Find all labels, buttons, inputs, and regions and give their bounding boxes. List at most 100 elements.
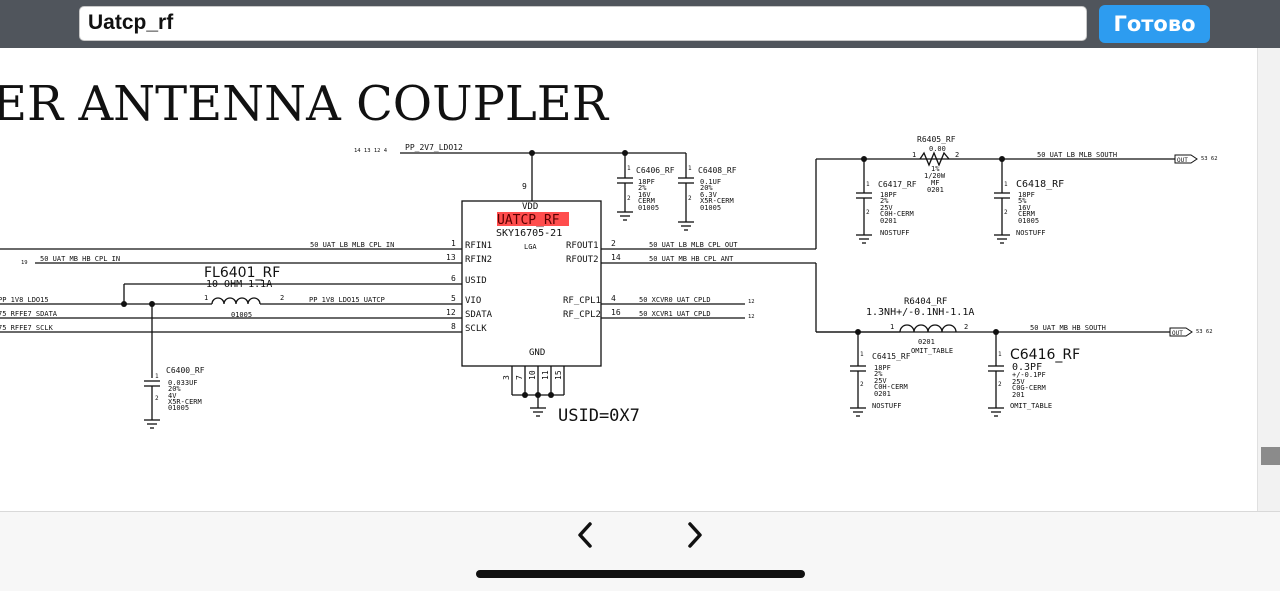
c6415-line-3: 25V <box>874 377 887 385</box>
gnd-pin-11: 11 <box>541 370 550 380</box>
c6417-ref: C6417_RF <box>878 180 917 189</box>
net-xcvr1-uat-cpld: 50_XCVR1_UAT_CPLD <box>639 310 711 318</box>
usid-label: USID=0X7 <box>558 406 640 426</box>
home-indicator[interactable] <box>476 570 805 578</box>
search-highlight <box>497 212 569 226</box>
search-input[interactable]: Uatcp_rf <box>79 6 1087 41</box>
gnd-pin-10: 10 <box>528 370 537 380</box>
r6405-value: 0.00 <box>929 145 946 153</box>
vertical-scrollbar[interactable] <box>1257 48 1280 511</box>
c6400-line-1: 0.033UF <box>168 379 198 387</box>
c6400-pin1: 1 <box>155 373 159 380</box>
net-pp-2v7-ldo12: PP_2V7_LDO12 <box>405 143 463 152</box>
c6408-line-5: 01005 <box>700 204 721 212</box>
c6418-line-1: 18PF <box>1018 191 1035 199</box>
chevron-right-icon <box>688 522 702 548</box>
c6406-pin2: 2 <box>627 195 631 202</box>
c6408-line-1: 0.1UF <box>700 178 721 186</box>
schematic-canvas[interactable]: ER ANTENNA COUPLER <box>0 48 1257 511</box>
c6415-line-5: 0201 <box>874 390 891 398</box>
vdd-pin-number: 9 <box>522 182 527 191</box>
net-rffe7-sdata: 75_RFFE7_SDATA <box>0 310 58 318</box>
c6408-pin2: 2 <box>688 195 692 202</box>
port-out-mb-label: OUT <box>1172 330 1183 337</box>
next-result-button[interactable] <box>680 518 710 552</box>
c6418-line-5: 01005 <box>1018 217 1039 225</box>
r6405-ref: R6405_RF <box>917 135 956 144</box>
c6418-pin1: 1 <box>1004 181 1008 188</box>
c6418-pin2: 2 <box>1004 209 1008 216</box>
pin-num-1: 1 <box>451 239 456 248</box>
net-lb-mlb-cpl-in: 50_UAT_LB_MLB_CPL_IN <box>310 241 394 249</box>
port-out-lb-label: OUT <box>1177 157 1188 164</box>
c6416-line-4: 201 <box>1012 391 1025 399</box>
net-lb-mlb-south: 50_UAT_LB_MLB_SOUTH <box>1037 151 1117 159</box>
fl6401-pin1: 1 <box>204 294 208 302</box>
chip-package: LGA <box>524 243 537 251</box>
c6415-pin1: 1 <box>860 351 864 358</box>
c6408-pin1: 1 <box>688 165 692 172</box>
c6416-value: 0.3PF <box>1012 362 1042 373</box>
r6404-pkg: 0201 <box>918 338 935 346</box>
r6405-line-4: 0201 <box>927 186 944 194</box>
c6406-line-2: 2% <box>638 184 647 192</box>
r6404-note: OMIT_TABLE <box>911 347 953 355</box>
c6416-line-2: 25V <box>1012 378 1025 386</box>
net-lb-mlb-cpl-out: 50_UAT_LB_MLB_CPL_OUT <box>649 241 738 249</box>
schematic-title: ER ANTENNA COUPLER <box>0 76 610 132</box>
r6404-value: 1.3NH+/-0.1NH-1.1A <box>866 307 974 318</box>
fl6401-pkg: 01005 <box>231 311 252 319</box>
c6408-line-3: 6.3V <box>700 191 718 199</box>
net-ref-12-a: 12 <box>748 299 755 305</box>
c6417-line-1: 18PF <box>880 191 897 199</box>
port-out-mb <box>1169 327 1193 337</box>
c6416-line-1: +/-0.1PF <box>1012 371 1046 379</box>
pin-name-sdata: SDATA <box>465 310 493 320</box>
net-xcvr0-uat-cpld: 50_XCVR0_UAT_CPLD <box>639 296 711 304</box>
c6418-note: NOSTUFF <box>1016 229 1046 237</box>
net-mb-hb-cpl-ant: 50_UAT_MB_HB_CPL_ANT <box>649 255 734 263</box>
c6418-line-3: 16V <box>1018 204 1031 212</box>
c6417-line-3: 25V <box>880 204 893 212</box>
c6418-line-2: 5% <box>1018 197 1027 205</box>
pin-num-16: 16 <box>611 308 621 317</box>
net-pp-1v8-ldo15: PP_1V8_LDO15 <box>0 296 49 304</box>
c6415-line-4: C0H-CERM <box>874 383 908 391</box>
r6404-ref: R6404_RF <box>904 297 947 307</box>
c6415-ref: C6415_RF <box>872 352 911 361</box>
c6417-note: NOSTUFF <box>880 229 910 237</box>
net-mb-hb-cpl-in: 50_UAT_MB_HB_CPL_IN <box>40 255 120 263</box>
pin-num-4: 4 <box>611 294 616 303</box>
net-pp-1v8-ldo15-uatcp: PP_1V8_LDO15_UATCP <box>309 296 385 304</box>
c6408-line-4: X5R-CERM <box>700 197 734 205</box>
gnd-pin-7: 7 <box>515 375 524 380</box>
c6400-line-4: X5R-CERM <box>168 398 202 406</box>
pin-name-rf-cpl2: RF_CPL2 <box>563 310 601 320</box>
c6417-line-5: 0201 <box>880 217 897 225</box>
c6408-line-2: 20% <box>700 184 713 192</box>
c6406-pin1: 1 <box>627 165 631 172</box>
c6415-note: NOSTUFF <box>872 402 902 410</box>
port-out-lb-refs: 53 62 <box>1201 156 1218 162</box>
r6405-pin1: 1 <box>912 151 916 159</box>
pin-name-usid: USID <box>465 276 487 286</box>
prev-result-button[interactable] <box>570 518 600 552</box>
done-button[interactable]: Готово <box>1099 5 1210 43</box>
port-out-lb <box>1174 154 1198 164</box>
r6405-pin2: 2 <box>955 151 959 159</box>
c6416-line-3: C0G-CERM <box>1012 384 1046 392</box>
c6406-line-1: 18PF <box>638 178 655 186</box>
c6406-line-3: 16V <box>638 191 651 199</box>
chip-part-number: SKY16705-21 <box>496 228 562 239</box>
c6416-note: OMIT_TABLE <box>1010 402 1052 410</box>
c6415-line-1: 18PF <box>874 364 891 372</box>
c6416-pin1: 1 <box>998 351 1002 358</box>
pin-name-rfin2: RFIN2 <box>465 255 492 265</box>
r6405-line-3: MF <box>931 179 939 187</box>
pin-num-8: 8 <box>451 322 456 331</box>
chip-vdd-label: VDD <box>522 202 538 212</box>
pin-name-vio: VIO <box>465 296 481 306</box>
r6404-pin1: 1 <box>890 323 894 331</box>
chip-name: UATCP_RF <box>497 213 560 228</box>
scrollbar-thumb[interactable] <box>1261 447 1280 465</box>
